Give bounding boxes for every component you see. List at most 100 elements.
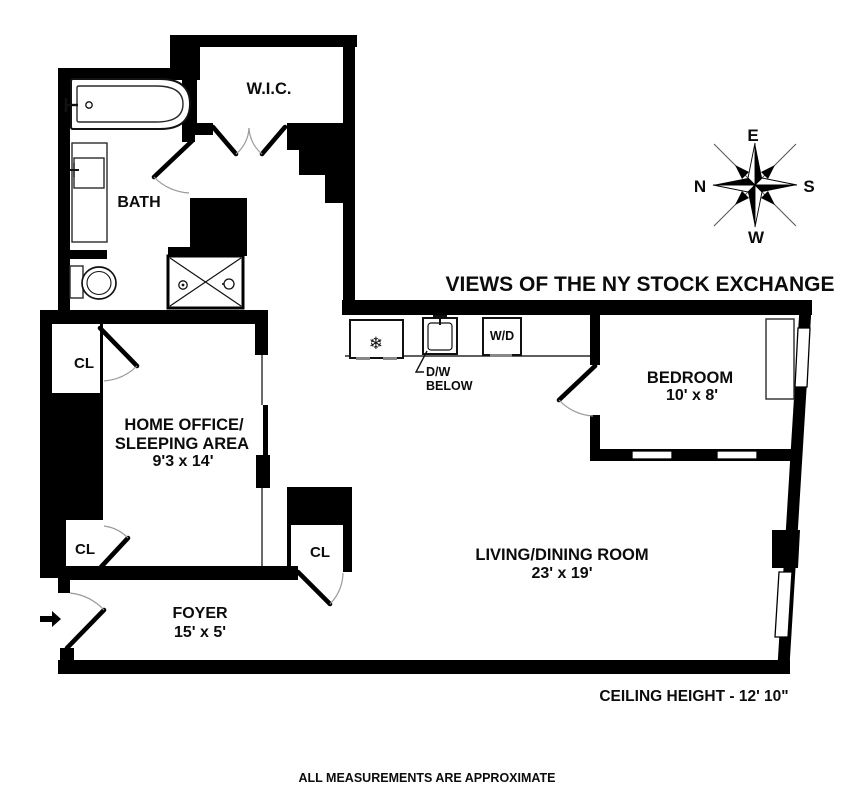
bath-north-wall [58, 68, 178, 80]
bedroom-label: BEDROOM [647, 369, 733, 387]
closet-right-door-arc [329, 572, 344, 605]
compass-point-bottom-white [754, 183, 763, 228]
bathtub-inner [76, 85, 184, 123]
living-room-label: LIVING/DINING ROOM [475, 546, 648, 564]
closet-right-west-wall [287, 525, 291, 572]
compass-barb-nw [735, 165, 749, 179]
south-wall [58, 660, 790, 674]
wic-south-step-3 [325, 175, 355, 203]
closet-right-door-leaf [295, 569, 333, 607]
living-room-east-window [774, 571, 793, 638]
vanity-sink [73, 157, 105, 189]
compass-label-top: E [747, 126, 758, 145]
closet-right-north-wall [287, 487, 352, 525]
compass-point-bottom-black [748, 185, 755, 227]
toilet-bowl-inner [86, 270, 112, 296]
windows [631, 327, 811, 638]
closet-upper-left-label: CL [74, 355, 94, 372]
bedroom-door-leaf [556, 363, 598, 403]
home-office-east-wall-a [255, 310, 268, 355]
doors [64, 124, 598, 651]
refrigerator-foot-2 [383, 357, 397, 360]
kitchen-fixtures: ❄ W/D D/W BELOW [349, 314, 522, 393]
foyer-label: FOYER [172, 605, 228, 622]
home-office-dims: 9'3 x 14' [153, 453, 214, 470]
compass-point-right-white [753, 177, 798, 186]
entry-door-arc [69, 592, 105, 611]
bedroom-west-wall-b [590, 415, 600, 451]
bedroom-east-window [794, 327, 811, 388]
closet-upper-left-door-leaf [97, 325, 140, 369]
toilet-stub-wall [58, 250, 107, 259]
wic-north-wall [185, 35, 357, 47]
disclaimer-note: ALL MEASUREMENTS ARE APPROXIMATE [299, 771, 556, 785]
thin-partitions [261, 318, 795, 566]
bedroom-south-wall [590, 449, 798, 461]
closet-upper-left-interior [52, 324, 100, 393]
shower-stub-wall [168, 247, 190, 257]
closet-lower-left-interior [66, 520, 103, 566]
wic-door-right-leaf [259, 124, 288, 157]
dishwasher-label-line1: D/W [426, 365, 451, 379]
compass-label-bottom: W [748, 228, 765, 247]
east-wall-pier [772, 530, 800, 568]
wic-door-right-arc [248, 127, 263, 155]
bedroom-closet [765, 318, 795, 400]
compass-barb-sw [735, 191, 749, 205]
washer-dryer-label: W/D [490, 329, 514, 343]
compass-point-left-white [712, 184, 757, 193]
bedroom-west-wall-a [590, 313, 600, 365]
bath-label: BATH [117, 194, 160, 211]
compass-barb-ne [761, 165, 775, 179]
wic-east-wall [343, 45, 355, 127]
room-labels: VIEWS OF THE NY STOCK EXCHANGE W.I.C. BA… [74, 80, 834, 785]
bathtub [70, 78, 192, 130]
foyer-dims: 15' x 5' [174, 624, 226, 641]
closet-lower-left-door-arc [103, 525, 129, 539]
compass-barb-se [761, 191, 775, 205]
compass-point-top-black [755, 143, 762, 185]
refrigerator-foot-1 [356, 357, 370, 360]
refrigerator [349, 319, 404, 359]
entry-door-leaf [64, 607, 107, 651]
bedroom-window-2 [716, 450, 758, 460]
hall-east-wall [343, 203, 355, 303]
closet-upper-left-door-arc [103, 365, 138, 382]
compass-label-left: N [694, 177, 706, 196]
closet-right-label: CL [310, 544, 330, 561]
entry-arrow-icon [40, 611, 61, 627]
bath-door-arc [153, 176, 190, 194]
wic-door-left-jamb [197, 123, 213, 135]
closet-lower-left-label: CL [75, 541, 95, 558]
compass-point-top-white [747, 142, 756, 187]
dishwasher-leader-line [414, 350, 428, 373]
ceiling-height-note: CEILING HEIGHT - 12' 10" [599, 688, 788, 705]
closet-lower-left-door-leaf [98, 535, 131, 570]
bath-door-leaf [151, 138, 195, 180]
living-room-dims: 23' x 19' [532, 565, 593, 582]
tub-drain-icon [85, 101, 93, 109]
shower-cross-2 [169, 257, 242, 307]
home-office-label-line2: SLEEPING AREA [115, 435, 249, 453]
bedroom-dims: 10' x 8' [666, 387, 718, 404]
toilet-tank [69, 265, 84, 299]
closet-right-east-wall [343, 525, 352, 572]
wic-south-step-2 [299, 150, 355, 175]
home-office-south-wall [62, 566, 298, 580]
kitchen-north-wall [342, 300, 812, 315]
shower-wall-mass [190, 198, 247, 256]
compass-rose: E S W N [694, 126, 815, 247]
wic-label: W.I.C. [247, 80, 292, 98]
entry-door-jamb [58, 577, 70, 593]
snowflake-icon: ❄ [369, 334, 383, 354]
home-office-east-wall-c [256, 455, 270, 488]
home-office-east-wall-b [263, 405, 268, 457]
views-note: VIEWS OF THE NY STOCK EXCHANGE [446, 273, 835, 296]
compass-point-right-black [755, 185, 797, 192]
bedroom-window-1 [631, 450, 673, 460]
shower-drain-dot [181, 283, 185, 287]
washer-dryer-foot [490, 354, 512, 357]
bedroom-door-arc [558, 399, 594, 417]
